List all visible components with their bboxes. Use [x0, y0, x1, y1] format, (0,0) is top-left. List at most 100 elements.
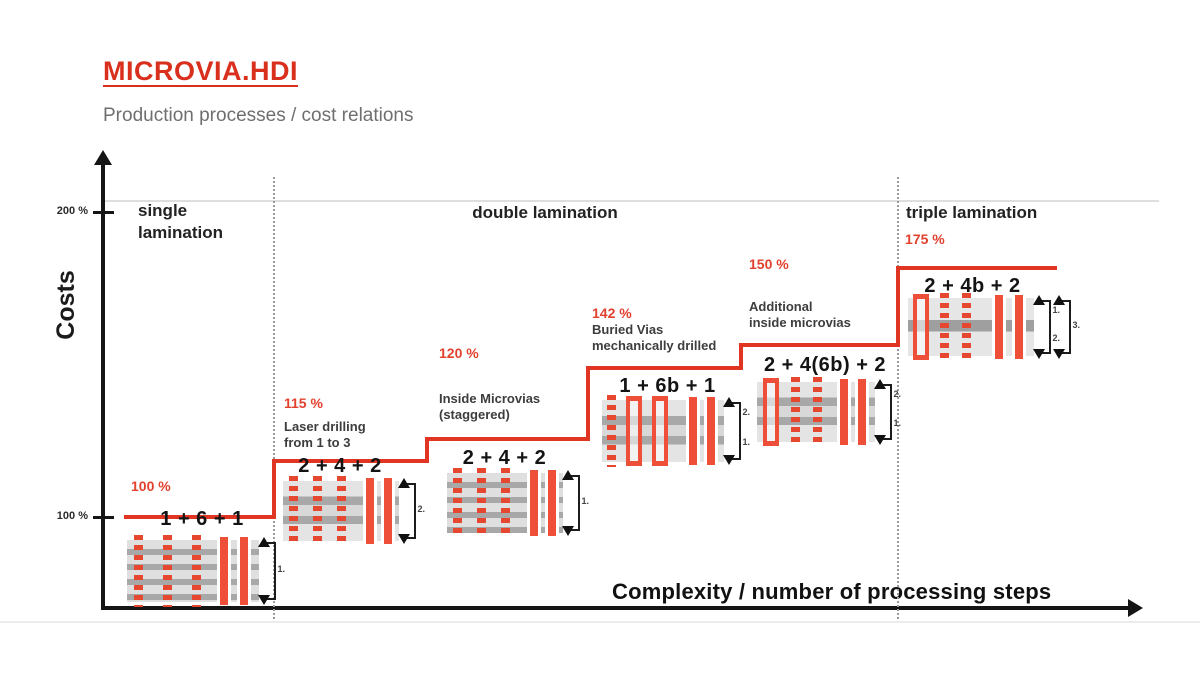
pcb-laminate-stack [283, 476, 399, 546]
pcb-cross-section-2-4-6b-2: 2. 1. [757, 377, 901, 447]
layer-count-bracket: 1. [562, 470, 589, 536]
x-axis-title: Complexity / number of processing steps [612, 579, 1052, 604]
pcb-laminate-stack [908, 293, 1034, 361]
via-marks [134, 535, 143, 607]
bracket-label: 2. [742, 407, 750, 418]
arrow-down-icon [723, 455, 735, 465]
process-caption-line: (staggered) [439, 407, 510, 423]
bracket-label: 1. [742, 437, 750, 448]
process-caption-line: Inside Microvias [439, 391, 541, 406]
y-axis-title: Costs [51, 270, 80, 340]
via-marks [813, 377, 822, 447]
layer-buildup-label: 1 + 6b + 1 [619, 375, 716, 397]
pcb-laminate-stack [447, 468, 563, 538]
through-via-bar [1012, 295, 1026, 359]
pcb-laminate-stack [602, 395, 724, 467]
via-marks [453, 468, 462, 538]
cost-percent-label: 115 % [284, 395, 323, 411]
process-caption-line: Laser drilling [284, 419, 366, 434]
layer-count-bracket-inner: 1. 2. [1033, 295, 1060, 359]
y-tick-label-100: 100 % [56, 510, 88, 522]
process-caption: Laser drilling from 1 to 3 [284, 419, 366, 452]
cost-percent-label: 150 % [749, 256, 789, 272]
cost-percent-label: 142 % [592, 305, 632, 321]
via-marks [313, 476, 322, 546]
cost-step-line-segment [272, 459, 429, 463]
y-axis-line [101, 162, 105, 609]
through-via-bar [527, 470, 541, 536]
layer-count-bracket: 2. [398, 478, 425, 544]
via-marks [791, 377, 800, 447]
cost-step-line-segment [586, 366, 590, 441]
arrow-down-icon [398, 534, 410, 544]
layer-count-bracket-outer: 3. [1053, 295, 1080, 359]
bracket-label: 3. [1072, 320, 1080, 331]
process-caption: Additional inside microvias [749, 299, 851, 332]
bracket-label: 1. [893, 418, 901, 428]
arrow-down-icon [874, 435, 886, 445]
section-separator-2 [897, 177, 899, 619]
process-caption: Buried Vias mechanically drilled [592, 322, 716, 355]
arrow-down-icon [562, 526, 574, 536]
buried-via-barrel [913, 294, 929, 360]
x-axis-arrow-icon [1128, 599, 1143, 617]
process-caption-line: inside microvias [749, 315, 851, 331]
bracket-label: 1. [277, 563, 285, 574]
layer-count-bracket: 2. 1. [874, 379, 901, 445]
cost-step-line-segment [425, 437, 429, 463]
arrow-up-icon [723, 397, 735, 407]
pcb-laminate-stack [757, 377, 875, 447]
cost-step-line-segment [272, 459, 276, 519]
arrow-up-icon [1053, 295, 1065, 305]
via-marks [501, 468, 510, 538]
page-subtitle: Production processes / cost relations [103, 105, 414, 126]
process-caption-line: Buried Vias [592, 322, 664, 337]
pcb-laminate-stack [127, 535, 259, 607]
cost-step-line-segment [739, 343, 743, 370]
via-marks [607, 395, 616, 467]
through-via-bar [217, 537, 231, 605]
through-via-bar [363, 478, 377, 544]
pcb-cross-section-1-6-1: 1. [127, 535, 285, 607]
arrow-up-icon [1033, 295, 1045, 305]
pcb-cross-section-2-4b-2: 1. 2. 3. [908, 293, 1080, 361]
process-caption-line: mechanically drilled [592, 338, 717, 354]
pcb-cross-section-2-4-2: 2. [283, 476, 425, 546]
layer-buildup-label: 1 + 6 + 1 [160, 508, 244, 530]
bottom-divider [0, 621, 1200, 623]
through-via-bar [837, 379, 851, 445]
layer-count-bracket: 1. [258, 537, 285, 605]
arrow-down-icon [1033, 349, 1045, 359]
bracket-label: 1. [1052, 304, 1060, 315]
cost-percent-label: 120 % [439, 345, 479, 361]
arrow-down-icon [258, 595, 270, 605]
y-tick-100 [93, 516, 114, 519]
through-via-bar [704, 397, 718, 465]
x-axis-line [101, 606, 1132, 610]
cost-step-line-segment [124, 515, 276, 519]
arrow-up-icon [562, 470, 574, 480]
bracket-label: 2. [417, 503, 425, 514]
section-label-double-lamination: double lamination [472, 203, 618, 222]
cost-step-line-segment [586, 366, 743, 370]
buried-via-barrel [626, 396, 642, 466]
through-via-bar [381, 478, 395, 544]
process-caption-line: Additional [749, 299, 813, 314]
pcb-cross-section-1-6b-1: 2. 1. [602, 395, 750, 467]
process-caption-line: from 1 to 3 [284, 435, 351, 451]
bracket-label: 2. [1052, 332, 1060, 343]
arrow-up-icon [258, 537, 270, 547]
cost-percent-label: 175 % [905, 231, 945, 247]
section-separator-1 [273, 177, 275, 619]
via-marks [940, 293, 949, 361]
layer-buildup-label: 2 + 4b + 2 [924, 275, 1021, 297]
through-via-bar [855, 379, 869, 445]
via-marks [477, 468, 486, 538]
section-label-triple-lamination: triple lamination [906, 203, 1038, 222]
buried-via-barrel [763, 378, 779, 446]
arrow-down-icon [1053, 349, 1065, 359]
cost-step-line-segment [896, 266, 1057, 270]
via-marks [289, 476, 298, 546]
via-marks [962, 293, 971, 361]
